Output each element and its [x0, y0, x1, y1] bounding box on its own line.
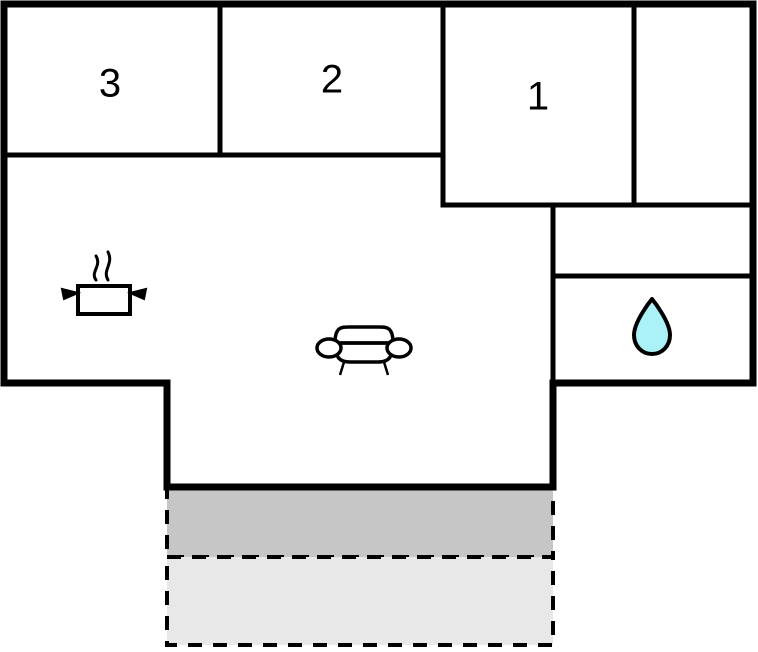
interior-floor-group	[4, 4, 753, 487]
sofa-armrest-left	[315, 337, 343, 359]
terrace-dark	[165, 485, 555, 559]
room-label-1: 1	[527, 75, 549, 119]
pot-steam-left	[92, 254, 100, 282]
cooking-pot-icon	[60, 250, 148, 316]
room-label-2: 2	[321, 58, 343, 102]
sofa-seat	[333, 341, 395, 364]
interior-walls-group	[1, 1, 756, 386]
room-label-3: 3	[99, 62, 121, 106]
outer-wall	[0, 0, 757, 491]
pot-steam-right	[104, 250, 112, 282]
outer-wall-group	[0, 0, 757, 491]
pot-handle-right	[126, 287, 148, 301]
sofa-armrest-right	[385, 337, 413, 359]
building-floor	[4, 4, 753, 487]
water-drop-icon	[632, 297, 672, 356]
sofa-icon	[315, 325, 413, 376]
pot-body	[76, 284, 132, 316]
terrace-light	[165, 555, 555, 647]
sofa-leg-right	[382, 361, 390, 376]
outdoor-areas-group	[165, 485, 555, 647]
room-labels-group: 3 2 1	[99, 58, 549, 119]
pot-handle-left	[60, 287, 82, 301]
sofa-leg-left	[338, 361, 346, 376]
sofa-backrest	[333, 325, 395, 345]
water-drop-shape	[632, 297, 672, 356]
